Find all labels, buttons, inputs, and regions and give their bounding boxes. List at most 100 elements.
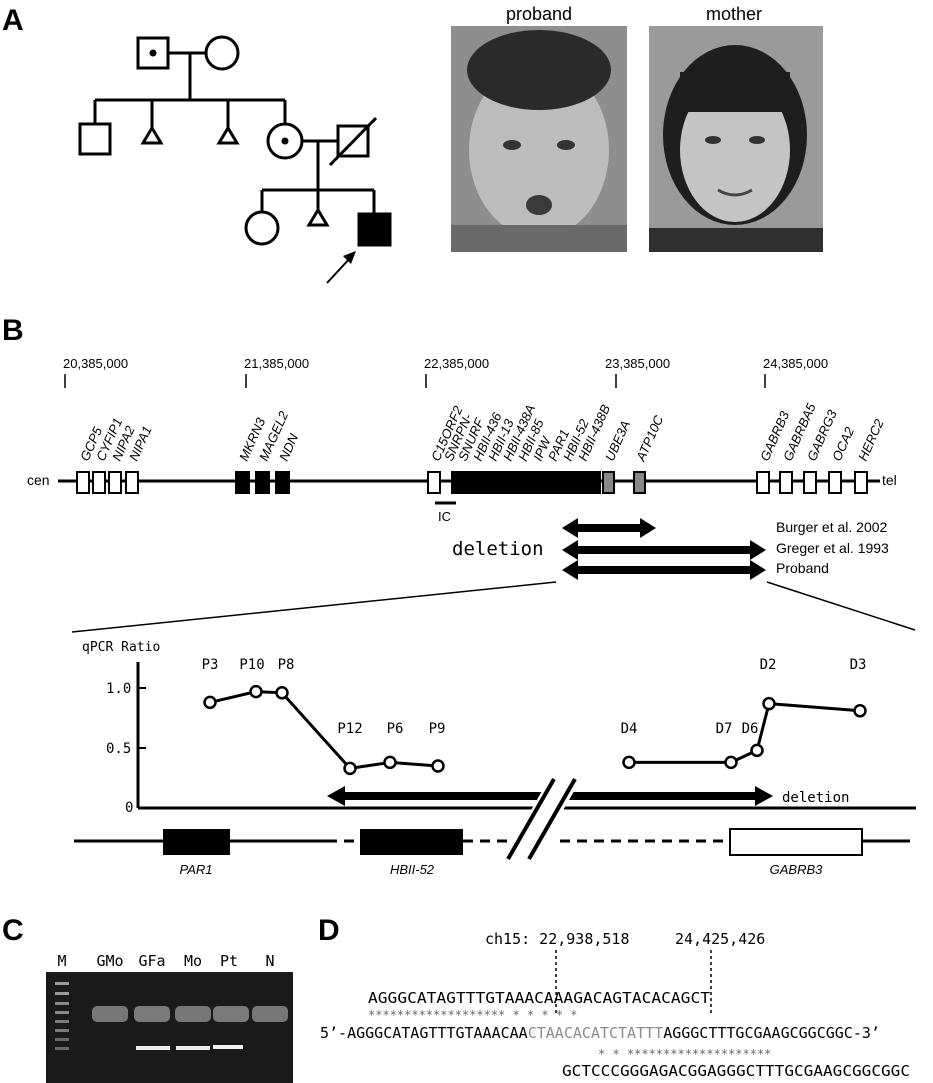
- zoom-line-right: [766, 581, 916, 631]
- data-point: [383, 755, 397, 770]
- seq-5prime: 5’-: [320, 1024, 347, 1042]
- point-label: P6: [387, 721, 404, 737]
- gene-box-paternal: [556, 471, 571, 494]
- match-markers-bottom: * * ********************: [598, 1047, 771, 1061]
- point-label: D2: [760, 657, 777, 673]
- deletion-source: Proband: [776, 560, 829, 576]
- lane-label: M: [57, 952, 66, 970]
- carrier-dot: [281, 137, 289, 145]
- gene-box-paternal: [586, 471, 601, 494]
- gene-box-maternal-expressed: [633, 471, 646, 494]
- uncle-square: [78, 122, 112, 156]
- gene-box-paternal: [235, 471, 250, 494]
- seq-right-black: AGGGCTTTGCGAAGCGGCGGC: [663, 1024, 853, 1042]
- gene-box-paternal: [275, 471, 290, 494]
- deletion-source: Burger et al. 2002: [776, 519, 888, 535]
- sequence-junction: 5’-AGGGCATAGTTTGTAAACAACTAACACATCTATTTAG…: [320, 1024, 880, 1042]
- grandmother-circle: [204, 35, 240, 71]
- gene-box-maternal: [125, 471, 139, 494]
- bottom-gene-label: GABRB3: [770, 862, 824, 877]
- gene-box-maternal: [92, 471, 106, 494]
- data-point: [431, 759, 445, 773]
- grandfather-square: [136, 36, 170, 70]
- lane-label: N: [265, 952, 274, 970]
- panel-label-b: B: [2, 314, 24, 347]
- coordinate-label: 24,385,000: [763, 356, 828, 371]
- gene-box-gabrb3: [729, 828, 863, 856]
- gene-label: UBE3A: [602, 418, 633, 463]
- gene-box-hbii52: [360, 829, 463, 855]
- gene-labels: GCP5 CYFIP1 NIPA2 NIPA1 MKRN3 MAGEL2 NDN…: [77, 400, 887, 464]
- pedigree: [78, 35, 392, 284]
- gene-label: HERC2: [855, 416, 887, 463]
- data-point: [343, 761, 357, 776]
- seq-3prime: -3’: [853, 1024, 880, 1042]
- gene-box-paternal: [481, 471, 496, 494]
- gene-box-paternal: [541, 471, 556, 494]
- point-label: P3: [202, 657, 219, 673]
- data-point: [724, 755, 738, 770]
- chart-deletion-label: deletion: [782, 790, 849, 806]
- point-label: D4: [621, 721, 638, 737]
- gene-box-par1: [163, 829, 230, 855]
- y-tick-label: 1.0: [106, 681, 131, 697]
- data-point: [275, 686, 289, 700]
- seq-insert-gray: CTAACACATCTATTT: [528, 1024, 663, 1042]
- gene-box-biallelic: [854, 471, 868, 494]
- lane-label: GFa: [138, 952, 165, 970]
- panel-label-a: A: [2, 4, 24, 37]
- data-point: [853, 704, 867, 718]
- gene-box-biallelic: [803, 471, 817, 494]
- gene-box-paternal: [526, 471, 541, 494]
- coordinate-ticks: 20,385,000 21,385,000 22,385,000 23,385,…: [63, 356, 828, 388]
- point-label: P12: [337, 721, 362, 737]
- gene-box-maternal: [76, 471, 90, 494]
- telomere-label: tel: [882, 472, 897, 488]
- deletion-arrow-proband: [562, 560, 766, 580]
- proband-arrow-head: [343, 251, 356, 264]
- gene-box-biallelic: [756, 471, 770, 494]
- miscarriage-triangle: [216, 125, 240, 145]
- gene-box-biallelic: [828, 471, 842, 494]
- point-label: P10: [239, 657, 264, 673]
- gene-box-biallelic: [427, 471, 441, 494]
- deletion-source: Greger et al. 1993: [776, 540, 889, 556]
- point-label: D7: [716, 721, 733, 737]
- point-label: D6: [742, 721, 759, 737]
- axis-break: [504, 775, 580, 863]
- miscarriage-triangle: [140, 125, 164, 145]
- breakpoint-right-label: 24,425,426: [675, 930, 765, 948]
- gene-label: ATP10C: [633, 413, 667, 465]
- bottom-gene-label: HBII-52: [390, 862, 435, 877]
- gene-box-paternal: [496, 471, 511, 494]
- data-point: [762, 696, 776, 711]
- point-label: D3: [850, 657, 867, 673]
- gene-label: OCA2: [829, 424, 857, 463]
- proband-square: [357, 212, 392, 247]
- data-point: [203, 695, 217, 710]
- gel-lane-labels: M GMo GFa Mo Pt N: [57, 952, 274, 970]
- series-line: [209, 690, 439, 771]
- zoom-line-left: [71, 581, 557, 633]
- gene-box-paternal: [466, 471, 481, 494]
- gene-box-maternal: [108, 471, 122, 494]
- coordinate-label: 20,385,000: [63, 356, 128, 371]
- proband-photo: [451, 26, 627, 252]
- lane-label: GMo: [96, 952, 123, 970]
- carrier-dot: [149, 49, 157, 57]
- point-label: P8: [278, 657, 295, 673]
- gene-boxes: [76, 471, 868, 494]
- lane-label: Pt: [220, 952, 238, 970]
- gene-box-paternal: [571, 471, 586, 494]
- photo-label-proband: proband: [506, 4, 572, 24]
- photo-label-mother: mother: [706, 4, 762, 24]
- gene-box-paternal: [511, 471, 526, 494]
- breakpoint-left-label: ch15: 22,938,518: [485, 930, 630, 948]
- point-label: P9: [429, 721, 446, 737]
- centromere-label: cen: [27, 472, 50, 488]
- bottom-gene-label: PAR1: [180, 862, 213, 877]
- gene-box-biallelic: [779, 471, 793, 494]
- lane-label: Mo: [184, 952, 202, 970]
